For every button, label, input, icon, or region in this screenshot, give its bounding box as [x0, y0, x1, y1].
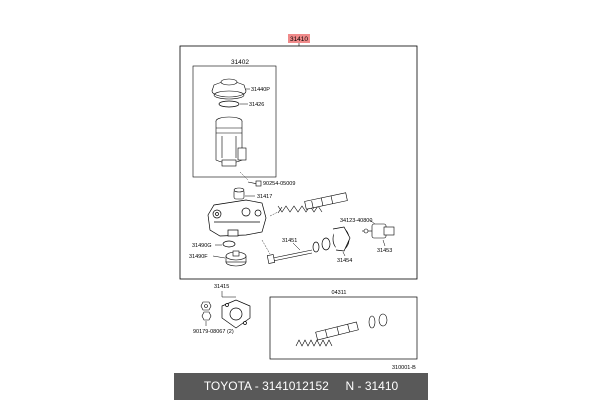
washer-medium	[321, 237, 331, 251]
reservoir-cap	[211, 78, 247, 100]
label-90254[interactable]: 90254-05009	[263, 181, 295, 187]
label-31440P[interactable]: 31440P	[251, 87, 270, 93]
union-31453	[362, 223, 395, 239]
figure-code: 310001-B	[392, 365, 416, 371]
label-04311[interactable]: 04311	[332, 290, 347, 296]
label-31451[interactable]: 31451	[282, 238, 297, 244]
label-31417[interactable]: 31417	[257, 194, 272, 200]
filter-31490F	[225, 250, 247, 267]
label-31402[interactable]: 31402	[231, 59, 249, 66]
master-cylinder-body	[207, 199, 267, 237]
washer-small	[312, 241, 320, 253]
label-31490G[interactable]: 31490G	[192, 243, 212, 249]
label-90179[interactable]: 90179-08067 (2)	[193, 329, 234, 335]
caption-brand: TOYOTA	[203, 379, 252, 393]
exploded-parts-diagram: 31410 31402 31440P 31426	[179, 34, 418, 371]
washer-31426	[218, 100, 240, 108]
nut-90179	[200, 301, 212, 321]
flange-gasket-31415	[221, 299, 251, 329]
label-31453[interactable]: 31453	[377, 248, 392, 254]
label-31415[interactable]: 31415	[214, 284, 229, 290]
label-31426[interactable]: 31426	[249, 102, 264, 108]
bolt-90254	[247, 180, 262, 187]
label-34123[interactable]: 34123-40800	[340, 218, 372, 224]
boot-31454	[332, 226, 351, 252]
label-31490F[interactable]: 31490F	[189, 254, 208, 260]
grommet-31417	[233, 187, 245, 200]
main-part-label[interactable]: 31410	[290, 36, 308, 43]
gasket-31490G	[222, 240, 236, 248]
reservoir-body	[215, 116, 247, 167]
caption-article: 3141012152	[262, 379, 329, 393]
reservoir-frame	[192, 65, 277, 178]
main-part-highlight	[288, 34, 310, 43]
repair-kit-frame	[269, 296, 418, 360]
push-rod-31451	[266, 249, 313, 264]
caption-number: N - 31410	[345, 379, 399, 393]
repair-kit-pistons	[295, 313, 388, 347]
assembly-frame	[179, 45, 418, 280]
label-31454[interactable]: 31454	[337, 258, 352, 264]
caption-bar: TOYOTA - 3141012152 N - 31410	[174, 373, 428, 400]
piston-spring-assembly	[277, 192, 348, 214]
